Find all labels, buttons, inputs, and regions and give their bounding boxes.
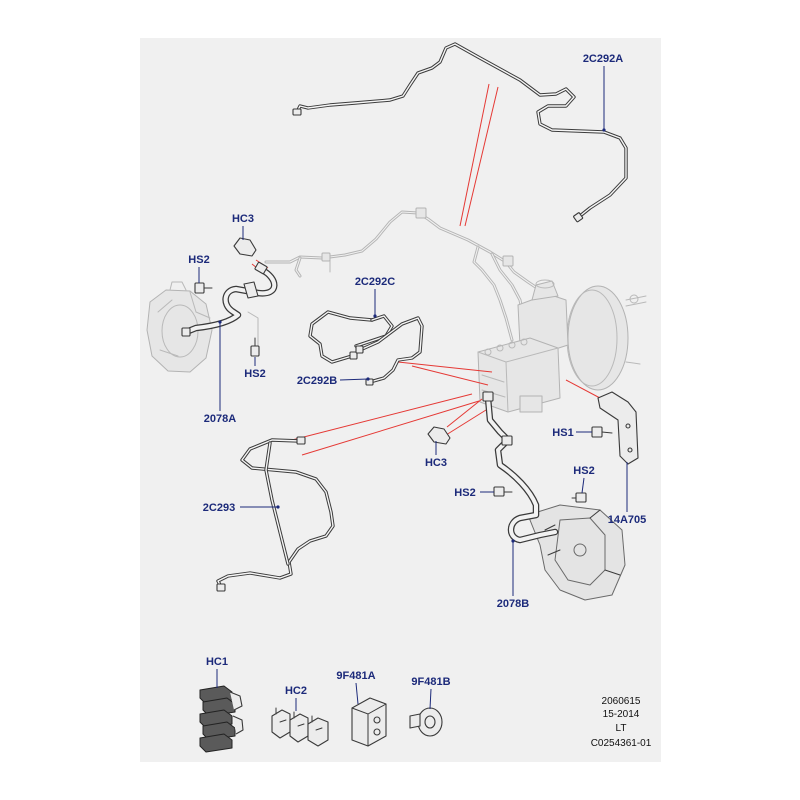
bolt-hs2-right — [571, 492, 587, 503]
pipe-fitting — [216, 583, 226, 592]
callout-9f481b: 9F481B — [411, 676, 450, 688]
ghost-clip — [502, 255, 514, 267]
callout-leaders — [198, 66, 628, 711]
callout-9f481a: 9F481A — [336, 670, 375, 682]
callout-hc2: HC2 — [285, 685, 307, 697]
callout-2c292b: 2C292B — [297, 375, 337, 387]
callout-hs1: HS1 — [552, 427, 573, 439]
callout-hs2-right: HS2 — [573, 465, 594, 477]
callout-hs2-center: HS2 — [454, 487, 475, 499]
hose-fitting — [482, 391, 494, 402]
reference-line-2: 15-2014 — [603, 709, 640, 720]
hose-fitting — [181, 327, 191, 337]
diagram-panel — [140, 38, 661, 762]
drawing-reference: 2060615 15-2014 LT C0254361-01 — [591, 696, 652, 749]
callout-2078b: 2078B — [497, 598, 529, 610]
callout-14a705: 14A705 — [608, 514, 647, 526]
left-brake-caliper — [146, 281, 213, 373]
reference-line-4: C0254361-01 — [591, 738, 652, 749]
clip-set-hc2 — [271, 707, 329, 747]
brake-pipe-2c293 — [216, 436, 335, 592]
pipe-fitting — [355, 345, 364, 354]
pipe-fitting — [292, 108, 302, 116]
callout-hs2-left: HS2 — [188, 254, 209, 266]
pipe-fitting — [349, 351, 358, 360]
callout-hs2-lower-left: HS2 — [244, 368, 265, 380]
clip-set-hc1 — [199, 685, 244, 753]
callout-2c293: 2C293 — [203, 502, 235, 514]
callout-2078a: 2078A — [204, 413, 236, 425]
clip-hc3-top — [233, 237, 257, 257]
callout-2c292a: 2C292A — [583, 53, 623, 65]
bracket-14a705 — [597, 391, 639, 465]
reference-lines — [251, 83, 601, 456]
brake-pipe-2c292a — [292, 42, 628, 223]
callout-hc3-top: HC3 — [232, 213, 254, 225]
brake-hose-2078a — [181, 261, 274, 337]
brake-hose-2078b — [482, 391, 555, 540]
abs-connector — [519, 395, 543, 413]
brake-pipe-2c292c — [308, 310, 394, 364]
ghost-clip — [321, 252, 331, 262]
hose-fitting — [501, 435, 513, 446]
brake-booster-assembly — [477, 279, 647, 413]
ghost-clip — [415, 207, 427, 219]
callout-hc1: HC1 — [206, 656, 228, 668]
pipe-fitting — [296, 436, 306, 445]
bolt-hs2-lower-left — [250, 337, 260, 357]
hose-bracket — [243, 281, 259, 299]
clip-hc3-center — [427, 426, 451, 445]
ghost-pipe-context — [247, 207, 542, 353]
callout-2c292c: 2C292C — [355, 276, 395, 288]
brake-booster — [567, 285, 629, 391]
pipe-fitting — [573, 212, 584, 223]
abs-module — [477, 337, 561, 413]
right-brake-caliper — [527, 504, 626, 601]
callout-hc3-center: HC3 — [425, 457, 447, 469]
reference-line-1: 2060615 — [602, 696, 641, 707]
callout-labels: 2C292A HC3 HS2 2C292C HS2 2C292B 2078A H… — [188, 53, 646, 697]
clip-9f481b — [409, 707, 443, 737]
hose-fitting — [254, 261, 268, 275]
reference-line-3: LT — [616, 723, 627, 734]
clip-9f481a — [351, 697, 387, 747]
